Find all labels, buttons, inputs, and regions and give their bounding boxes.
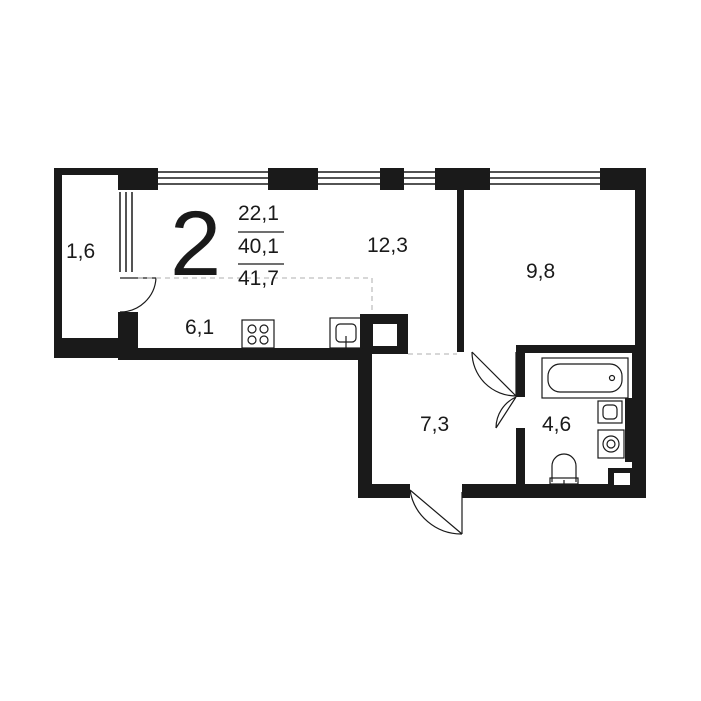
- stove-icon: [241, 319, 275, 349]
- living-south-wall: [118, 348, 368, 360]
- top-wall-4: [435, 168, 490, 190]
- bedroom-area-label: 9,8: [526, 260, 556, 283]
- total-area-value: 40,1: [238, 235, 279, 258]
- hallway-left-wall: [358, 348, 372, 498]
- bathroom-left-wall-lower: [516, 428, 525, 492]
- balcony-pillar: [118, 312, 138, 360]
- bedroom-bottom-wall: [516, 345, 646, 353]
- bathroom-left-wall-upper: [516, 345, 525, 397]
- door-bathroom: [495, 396, 517, 429]
- washbasin-icon: [597, 400, 623, 424]
- windows: [119, 171, 600, 272]
- area-separators: [238, 231, 284, 265]
- room-count: 2: [170, 193, 222, 295]
- balcony-wall-left: [54, 168, 62, 358]
- bathroom-shaft-inner: [614, 473, 630, 485]
- window-balcony-door: [119, 192, 133, 272]
- window-living-2: [318, 171, 380, 185]
- living-area-value: 22,1: [238, 202, 279, 225]
- walls: [54, 168, 646, 498]
- window-living-3: [404, 171, 435, 185]
- zone-dividers: [138, 277, 457, 355]
- top-wall-1: [118, 168, 158, 190]
- right-wall-lower: [632, 345, 646, 497]
- hallway-area-label: 7,3: [420, 413, 450, 436]
- kitchen-zone-line: [138, 277, 373, 314]
- top-wall-5: [600, 168, 646, 190]
- vent-shaft-inner: [373, 324, 397, 346]
- window-living-1: [158, 171, 268, 185]
- right-wall-upper: [635, 168, 646, 352]
- bathtub-icon: [541, 357, 629, 399]
- hallway-bottom-wall-left: [358, 484, 410, 498]
- toilet-icon: [549, 453, 579, 485]
- partition-living-bedroom: [457, 190, 464, 352]
- bathroom-area-label: 4,6: [542, 413, 572, 436]
- balcony-wall-bottom: [54, 338, 130, 358]
- top-wall-3: [380, 168, 404, 190]
- balcony-wall-top: [54, 168, 120, 175]
- sink-icon: [329, 317, 363, 349]
- door-bedroom: [471, 351, 517, 397]
- doors: [119, 277, 517, 535]
- hallway-bottom-wall-right: [462, 484, 646, 498]
- window-bedroom: [490, 171, 600, 185]
- balcony-area-label: 1,6: [66, 240, 96, 263]
- washing-machine-icon: [597, 429, 625, 459]
- top-wall-2: [268, 168, 318, 190]
- door-entrance: [409, 489, 463, 535]
- bathroom-right-inner: [625, 398, 632, 462]
- total-area-with-balcony-value: 41,7: [238, 267, 279, 290]
- kitchen-area-label: 6,1: [185, 316, 215, 339]
- living-room-area-label: 12,3: [367, 234, 408, 257]
- door-balcony: [119, 277, 157, 313]
